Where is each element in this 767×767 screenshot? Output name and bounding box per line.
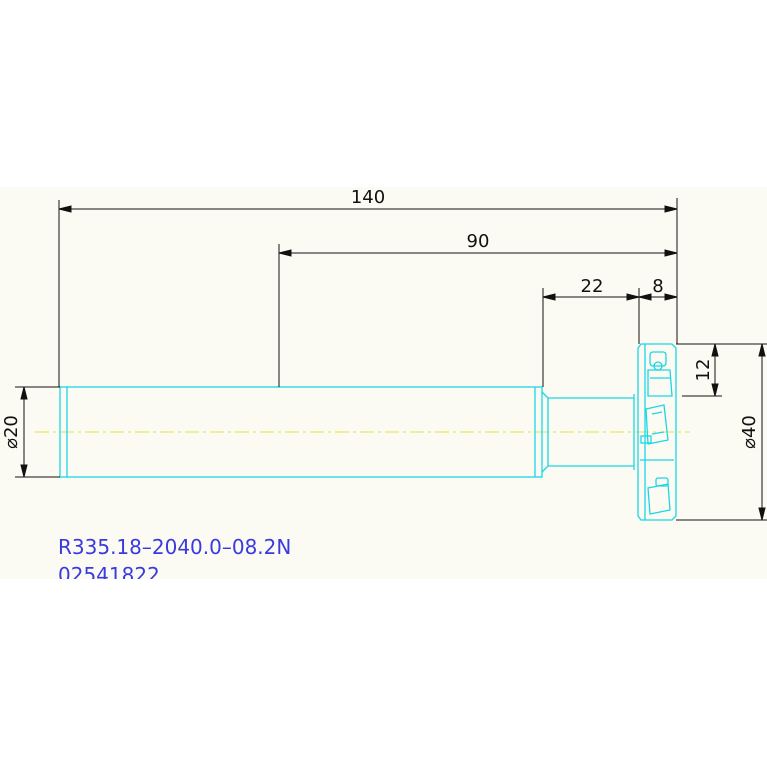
overall-length-label: 140 — [351, 187, 385, 208]
depth-of-cut-label: 12 — [693, 359, 714, 382]
cutter-width-label: 8 — [652, 276, 663, 297]
tool-drawing: 140 90 22 8 ⌀20 12 ⌀40 R335.18–2040.0–08… — [0, 187, 767, 579]
cutter-diameter-label: ⌀40 — [739, 415, 760, 449]
tool-body — [59, 343, 677, 521]
cutter-head — [637, 343, 677, 521]
shank-diameter-label: ⌀20 — [1, 415, 22, 449]
neck-length-label: 22 — [581, 276, 604, 297]
part-designation: R335.18–2040.0–08.2N — [58, 535, 291, 559]
shank — [59, 386, 543, 478]
sheet-background — [0, 187, 767, 579]
drawing-sheet: 140 90 22 8 ⌀20 12 ⌀40 R335.18–2040.0–08… — [0, 187, 767, 579]
neck — [541, 391, 635, 473]
shank-length-label: 90 — [467, 231, 490, 252]
dimension-lines — [15, 198, 767, 521]
part-item-number: 02541822 — [58, 563, 160, 579]
